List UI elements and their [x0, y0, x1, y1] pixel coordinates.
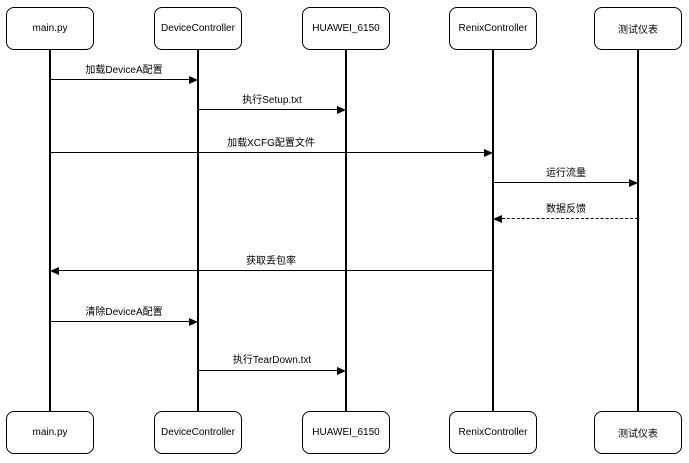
arrowhead-right-icon [189, 317, 198, 326]
actor-label: DeviceController [161, 23, 235, 34]
actor-top-test-instrument: 测试仪表 [594, 7, 682, 50]
actor-label: main.py [32, 23, 68, 34]
message-line-dashed [502, 218, 638, 219]
message-label: 获取丢包率 [244, 252, 298, 267]
message-label: 加载DeviceA配置 [83, 61, 165, 76]
actor-bottom-devicecontroller: DeviceController [154, 411, 242, 454]
actor-label: DeviceController [161, 427, 235, 438]
actor-bottom-renixcontroller: RenixController [449, 411, 537, 454]
message-label: 数据反馈 [544, 200, 588, 215]
message-label: 清除DeviceA配置 [83, 303, 165, 318]
message-line [59, 270, 493, 271]
arrowhead-right-icon [189, 75, 198, 84]
actor-top-huawei-6150: HUAWEI_6150 [302, 7, 390, 50]
arrowhead-left-icon [493, 214, 502, 223]
actor-label: RenixController [458, 427, 528, 438]
arrowhead-right-icon [337, 105, 346, 114]
lifeline-devicecontroller [197, 50, 199, 411]
arrowhead-right-icon [629, 178, 638, 187]
arrowhead-right-icon [337, 366, 346, 375]
actor-top-renixcontroller: RenixController [449, 7, 537, 50]
actor-bottom-huawei-6150: HUAWEI_6150 [302, 411, 390, 454]
actor-bottom-main-py: main.py [6, 411, 94, 454]
lifeline-huawei-6150 [345, 50, 347, 411]
message-line [493, 182, 629, 183]
arrowhead-right-icon [484, 148, 493, 157]
actor-top-main-py: main.py [6, 7, 94, 50]
message-label: 运行流量 [544, 164, 588, 179]
message-label: 执行TearDown.txt [230, 351, 314, 366]
message-line [198, 370, 337, 371]
actor-label: 测试仪表 [618, 25, 658, 36]
actor-label: HUAWEI_6150 [312, 427, 380, 438]
message-label: 加载XCFG配置文件 [225, 134, 317, 149]
lifeline-renixcontroller [492, 50, 494, 411]
actor-label: main.py [32, 427, 68, 438]
lifeline-test-instrument [637, 50, 639, 411]
actor-label: HUAWEI_6150 [312, 23, 380, 34]
actor-label: RenixController [458, 23, 528, 34]
actor-top-devicecontroller: DeviceController [154, 7, 242, 50]
message-line [50, 79, 189, 80]
actor-label: 测试仪表 [618, 429, 658, 440]
arrowhead-left-icon [50, 266, 59, 275]
message-line [50, 152, 484, 153]
message-line [50, 321, 189, 322]
message-line [198, 109, 337, 110]
message-label: 执行Setup.txt [240, 91, 304, 106]
lifeline-main-py [49, 50, 51, 411]
actor-bottom-test-instrument: 测试仪表 [594, 411, 682, 454]
